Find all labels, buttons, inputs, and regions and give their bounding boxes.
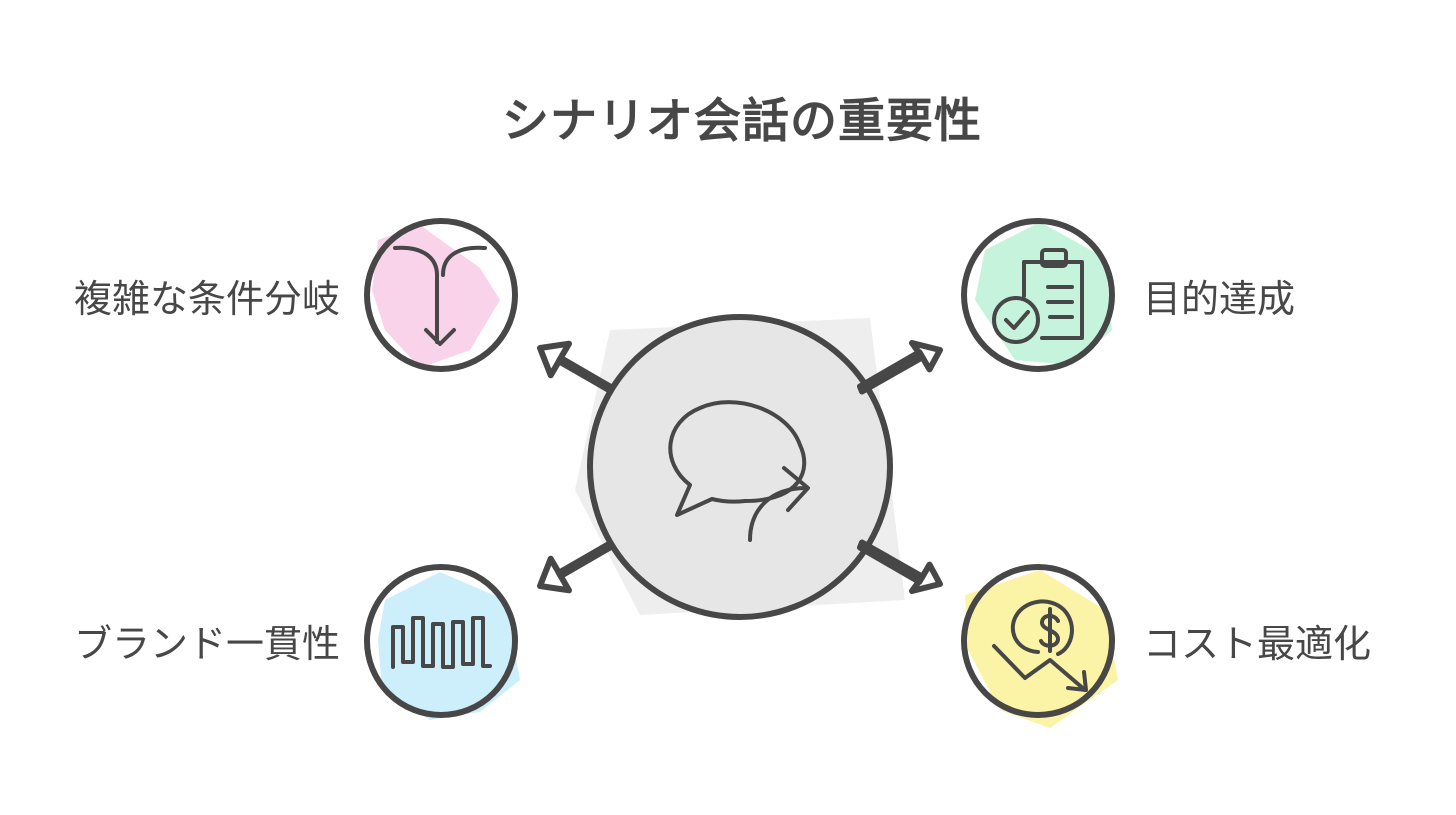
chat-bubble-forward-icon bbox=[668, 400, 810, 542]
arrows bbox=[537, 340, 943, 594]
center-circle bbox=[587, 314, 893, 620]
node-brand-consistency-fill bbox=[378, 572, 520, 720]
arrow-bottom-left bbox=[537, 541, 613, 594]
arrow-bottom-right bbox=[857, 539, 943, 594]
dollar-decrease-icon bbox=[992, 599, 1088, 692]
node-goal-achievement bbox=[961, 218, 1115, 372]
node-brand-consistency bbox=[364, 564, 520, 720]
diagram-title: シナリオ会話の重要性 bbox=[502, 94, 982, 149]
node-cost-optimization bbox=[961, 564, 1118, 728]
label-brand-consistency: ブランド一貫性 bbox=[73, 622, 340, 666]
arrow-top-left bbox=[537, 340, 613, 393]
clipboard-check-icon bbox=[992, 248, 1084, 344]
label-complex-branching: 複雑な条件分岐 bbox=[73, 277, 340, 321]
label-cost-optimization: コスト最適化 bbox=[1143, 622, 1372, 666]
node-goal-achievement-fill bbox=[975, 222, 1112, 365]
branch-arrow-icon bbox=[393, 245, 487, 346]
label-goal-achievement: 目的達成 bbox=[1143, 277, 1296, 321]
arrow-top-right bbox=[857, 340, 943, 395]
node-complex-branching bbox=[364, 218, 518, 372]
center-hub bbox=[575, 314, 905, 620]
wave-pattern-icon bbox=[391, 616, 492, 669]
